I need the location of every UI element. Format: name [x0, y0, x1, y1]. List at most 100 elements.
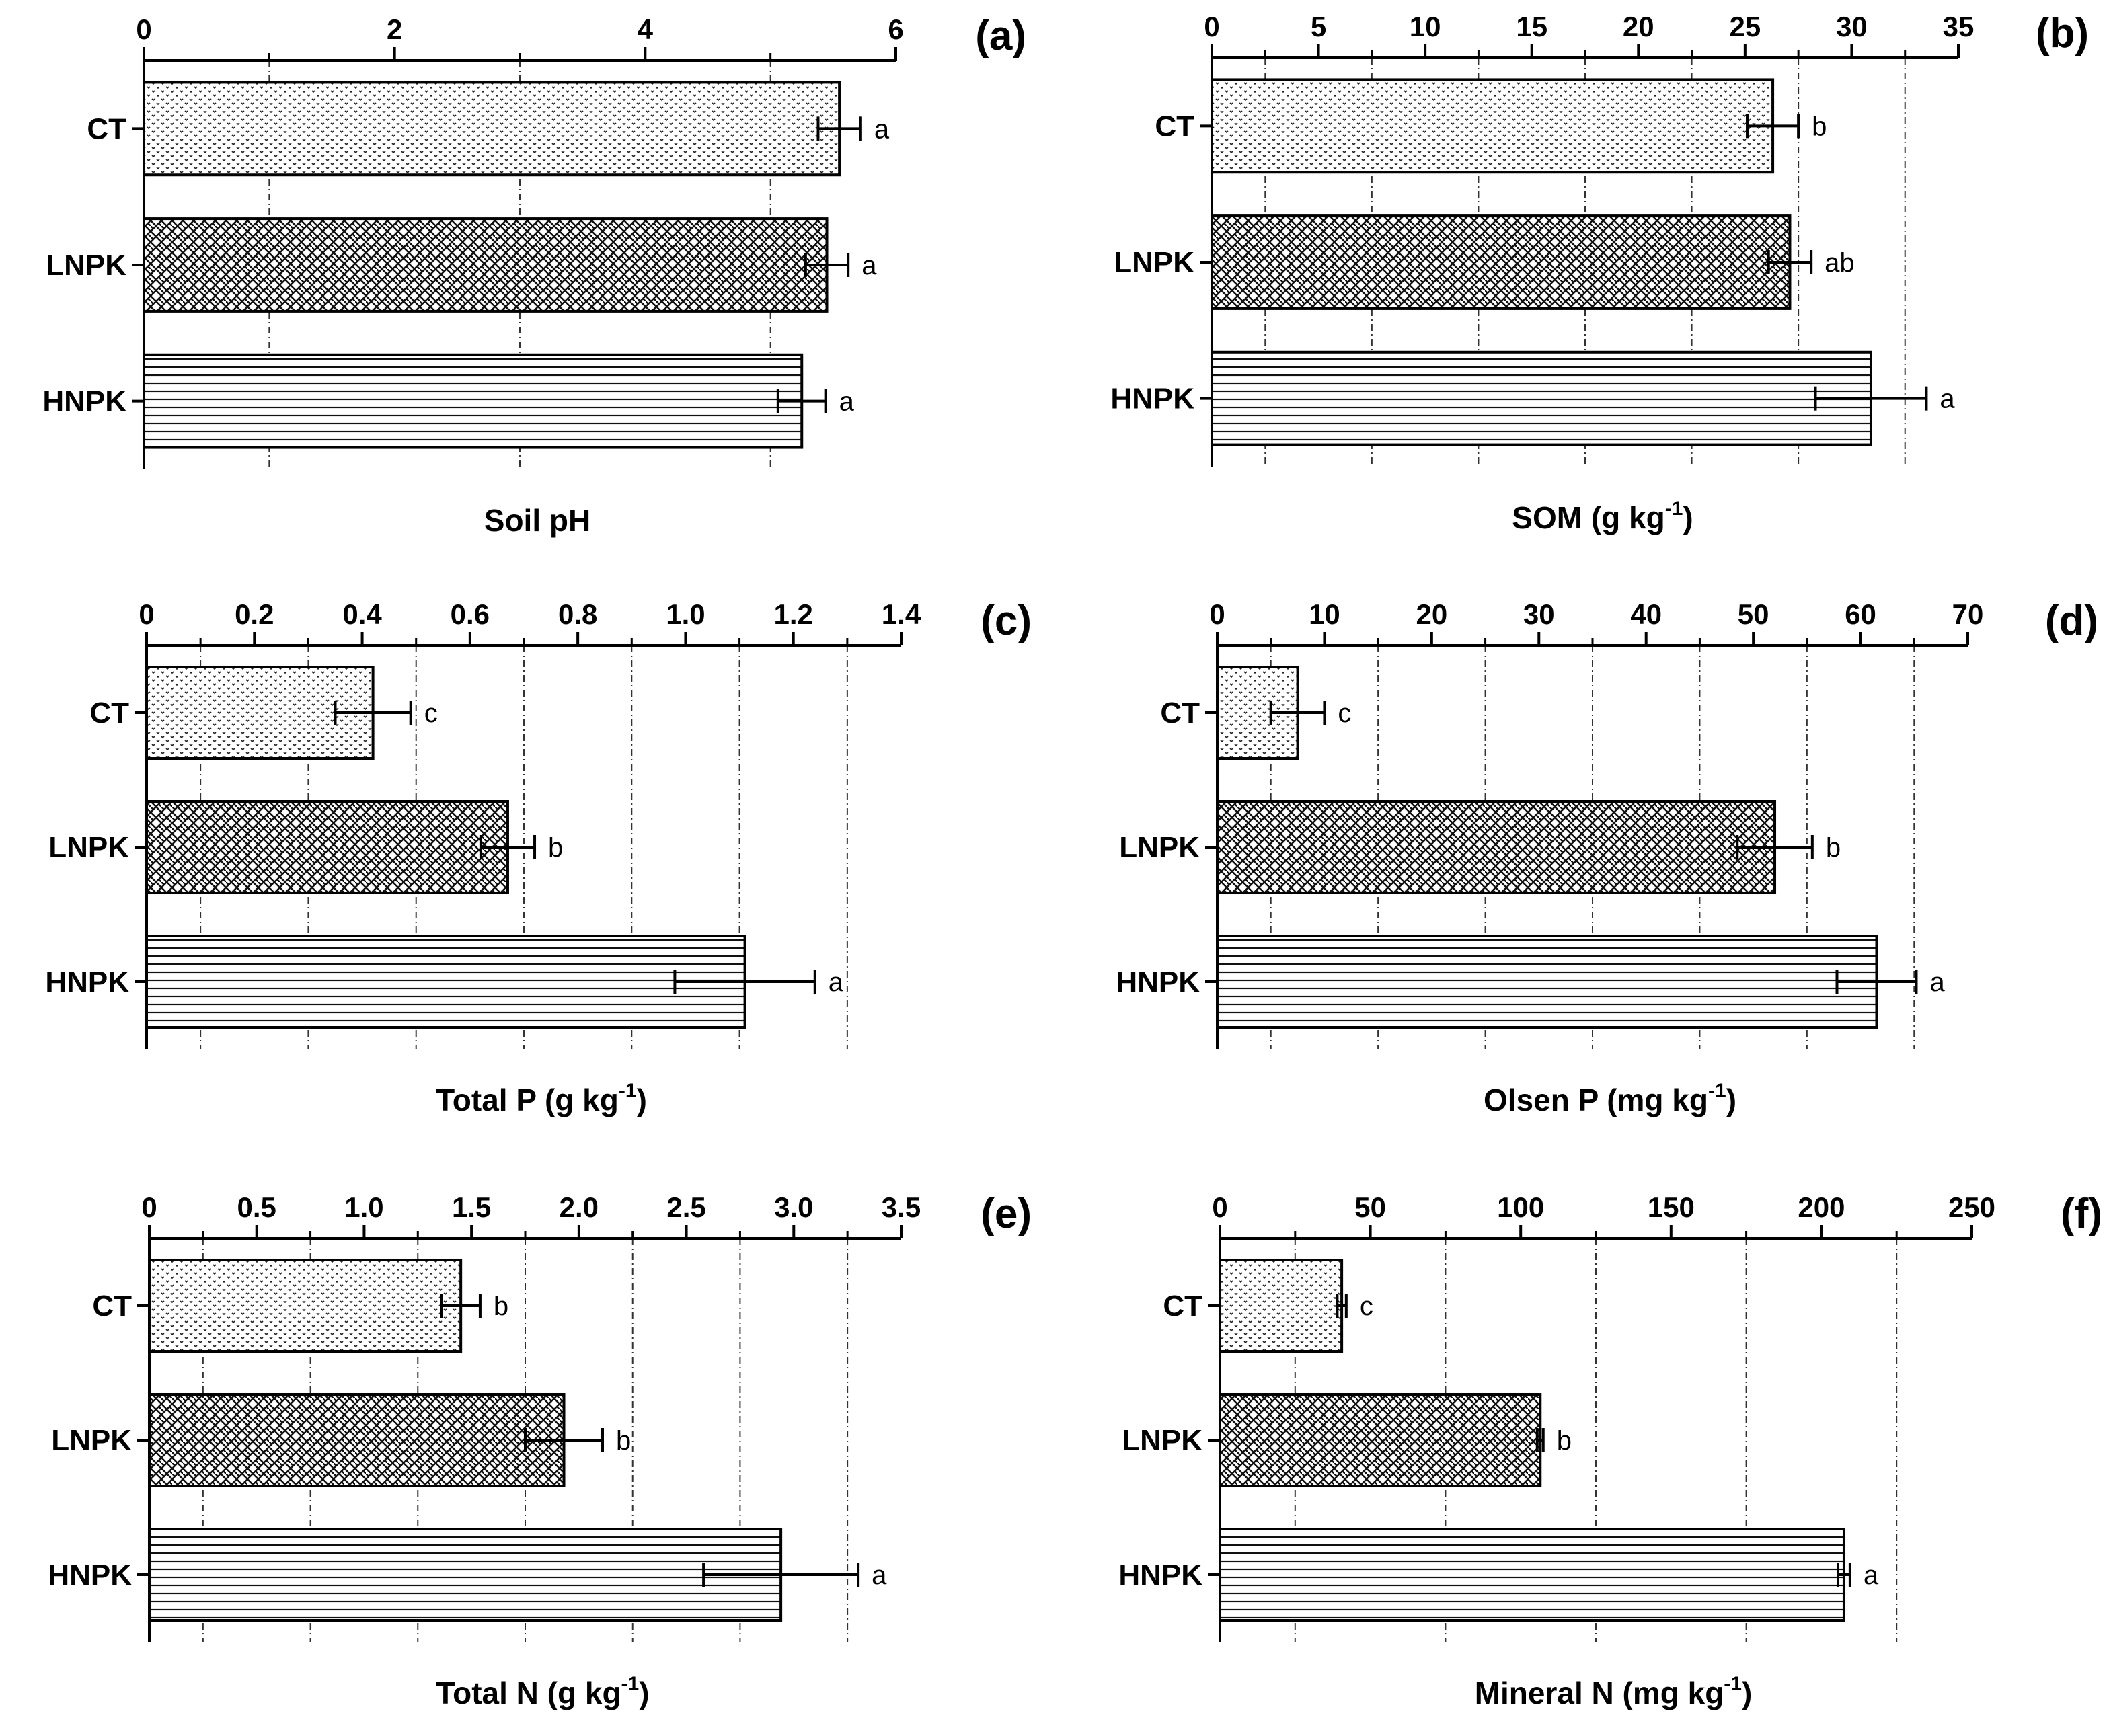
bar-hnpk [1219, 1528, 1845, 1622]
category-label: LNPK [1114, 246, 1194, 279]
significance-label: a [829, 968, 844, 997]
bar-ct [1219, 1259, 1344, 1353]
x-tick-label: 0 [1209, 598, 1225, 630]
x-tick-label: 2 [387, 13, 402, 45]
x-tick-label: 25 [1729, 11, 1761, 42]
significance-label: a [861, 251, 877, 280]
x-tick-label: 50 [1354, 1191, 1386, 1223]
category-label: HNPK [1118, 1559, 1202, 1591]
significance-label: b [1557, 1426, 1572, 1456]
panel-label: (f) [2061, 1191, 2102, 1237]
category-label: HNPK [42, 385, 126, 418]
x-tick-label: 15 [1516, 11, 1547, 42]
x-tick-label: 0 [141, 1191, 157, 1223]
bar-lnpk [148, 1393, 566, 1487]
bar-hnpk [145, 935, 746, 1029]
bar-ct [148, 1259, 463, 1353]
x-tick-label: 30 [1836, 11, 1868, 42]
x-tick-label: 0 [1204, 11, 1219, 42]
category-label: CT [1160, 697, 1200, 729]
category-label: CT [92, 1290, 132, 1323]
category-label: HNPK [45, 965, 129, 998]
x-tick-label: 3.5 [882, 1191, 921, 1223]
bar-lnpk [143, 217, 829, 313]
x-axis-title: Total P (g kg-1) [436, 1080, 647, 1117]
bar-lnpk [145, 800, 509, 894]
category-label: CT [89, 697, 129, 729]
significance-label: c [1360, 1292, 1373, 1321]
category-label: CT [1163, 1290, 1202, 1323]
significance-label: b [494, 1292, 508, 1321]
category-label: CT [1155, 110, 1194, 143]
x-tick-label: 0.4 [342, 598, 382, 630]
x-tick-label: 200 [1798, 1191, 1845, 1223]
x-tick-label: 0.8 [558, 598, 597, 630]
x-tick-label: 150 [1648, 1191, 1695, 1223]
x-tick-label: 1.4 [882, 598, 921, 630]
x-tick-label: 20 [1623, 11, 1654, 42]
x-axis-title: Olsen P (mg kg-1) [1484, 1080, 1736, 1117]
category-label: HNPK [1110, 383, 1194, 416]
bar-lnpk [1211, 214, 1792, 310]
significance-label: a [872, 1561, 887, 1590]
x-tick-label: 50 [1738, 598, 1769, 630]
x-tick-label: 30 [1523, 598, 1555, 630]
significance-label: a [874, 114, 890, 144]
category-label: LNPK [51, 1424, 132, 1457]
panel-label: (d) [2045, 598, 2098, 644]
x-tick-label: 0.2 [235, 598, 274, 630]
x-tick-label: 0.5 [237, 1191, 276, 1223]
x-tick-label: 100 [1497, 1191, 1544, 1223]
significance-label: c [424, 699, 438, 728]
x-tick-label: 1.0 [344, 1191, 383, 1223]
x-tick-label: 0 [136, 13, 151, 45]
category-label: LNPK [48, 831, 129, 864]
x-tick-label: 60 [1845, 598, 1876, 630]
bar-hnpk [148, 1528, 783, 1622]
bar-ct [143, 81, 841, 177]
x-tick-label: 10 [1410, 11, 1441, 42]
x-axis-title: Soil pH [484, 503, 590, 538]
x-tick-label: 10 [1309, 598, 1340, 630]
x-tick-label: 3.0 [774, 1191, 813, 1223]
significance-label: ab [1825, 248, 1855, 278]
significance-label: a [1864, 1561, 1879, 1590]
x-axis-title: SOM (g kg-1) [1512, 498, 1693, 535]
significance-label: c [1338, 699, 1351, 728]
significance-label: a [1940, 385, 1955, 414]
x-tick-label: 40 [1630, 598, 1662, 630]
significance-label: b [548, 833, 563, 863]
x-tick-label: 6 [888, 13, 903, 45]
category-label: LNPK [1122, 1424, 1202, 1457]
chart-panel-4: c CT b LNPK a HNPK 0 10 20 30 40 50 60 70 (d) Olsen P (… [1116, 598, 2098, 1117]
bar-ct [1211, 78, 1775, 174]
x-tick-label: 1.2 [774, 598, 813, 630]
x-tick-label: 250 [1948, 1191, 1995, 1223]
category-label: HNPK [1116, 965, 1200, 998]
x-tick-label: 70 [1952, 598, 1984, 630]
bar-lnpk [1216, 800, 1777, 894]
panel-label: (a) [975, 13, 1026, 59]
x-tick-label: 4 [638, 13, 654, 45]
x-tick-label: 20 [1416, 598, 1447, 630]
x-tick-label: 0.6 [451, 598, 490, 630]
significance-label: b [1812, 112, 1827, 141]
category-label: LNPK [46, 249, 126, 282]
bar-hnpk [1216, 935, 1878, 1029]
x-tick-label: 2.0 [560, 1191, 599, 1223]
bar-hnpk [143, 353, 804, 449]
panel-label: (e) [981, 1191, 1032, 1237]
bar-hnpk [1211, 350, 1872, 446]
significance-label: a [1929, 968, 1945, 997]
category-label: CT [87, 112, 126, 145]
x-tick-label: 0 [1212, 1191, 1227, 1223]
bar-lnpk [1219, 1393, 1542, 1487]
category-label: LNPK [1119, 831, 1200, 864]
significance-label: b [1826, 833, 1841, 863]
